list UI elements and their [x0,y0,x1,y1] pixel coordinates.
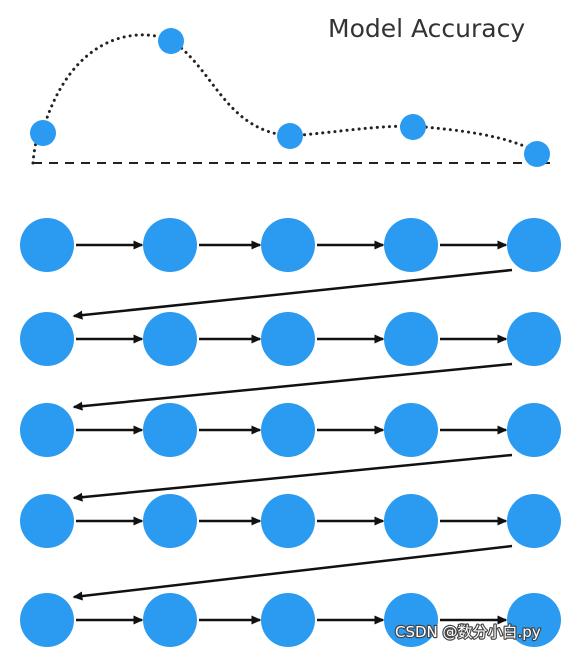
grid-node [261,403,315,457]
grid-node [384,593,438,647]
wrap-arrow [72,268,513,320]
grid-node [143,494,197,548]
accuracy-point [30,120,56,146]
search-grid [20,218,561,647]
grid-node [261,593,315,647]
grid-node [20,218,74,272]
grid-node [20,403,74,457]
grid-node [384,494,438,548]
chart-title: Model Accuracy [328,14,525,43]
accuracy-point [277,123,303,149]
grid-node [507,218,561,272]
grid-node [261,494,315,548]
accuracy-curve [30,28,550,167]
wrap-arrow [72,544,513,601]
grid-node [261,218,315,272]
wrap-arrow [72,453,513,502]
accuracy-point [400,114,426,140]
grid-node [143,593,197,647]
grid-node [143,218,197,272]
grid-node [143,403,197,457]
grid-node [20,312,74,366]
grid-node [507,403,561,457]
grid-node [20,494,74,548]
grid-node [507,494,561,548]
accuracy-point [524,141,550,167]
grid-node [384,312,438,366]
grid-node [384,218,438,272]
accuracy-point [158,28,184,54]
grid-node [20,593,74,647]
accuracy-dotted-curve [31,33,539,165]
grid-node [507,593,561,647]
wrap-arrow [72,362,513,411]
grid-node [384,403,438,457]
grid-node [261,312,315,366]
watermark-text: CSDN @数分小白.py [395,623,541,641]
grid-node [507,312,561,366]
grid-node [143,312,197,366]
